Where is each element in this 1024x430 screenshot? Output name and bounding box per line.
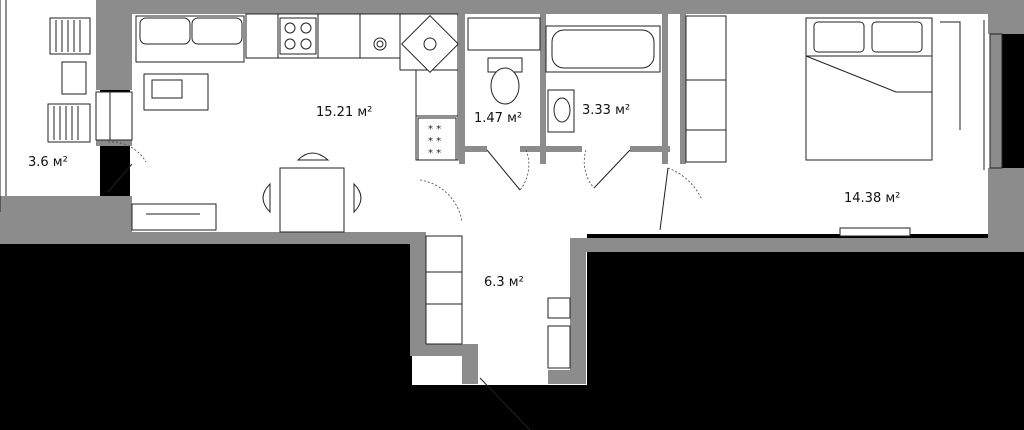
room-area-kitchen-living: 15.21 м² [316, 105, 372, 120]
sofa [135, 15, 245, 63]
walls [0, 0, 1024, 384]
bed [805, 17, 933, 161]
dining-table [262, 152, 362, 233]
hallway-closet [425, 235, 463, 345]
bedroom-door [659, 167, 703, 231]
room-area-toilet: 1.47 м² [474, 111, 522, 126]
desk [143, 73, 209, 111]
toilet-door [486, 149, 530, 191]
bedroom-window [940, 20, 985, 170]
balcony-chair-2 [47, 103, 91, 143]
balcony-door [107, 141, 147, 193]
room-area-balcony: 3.6 м² [28, 155, 68, 170]
balcony-table [61, 61, 87, 95]
bathroom-sink [547, 89, 575, 133]
hallway-panel [547, 297, 571, 369]
bathtub [545, 25, 661, 73]
balcony-frame [0, 0, 133, 212]
kitchen-sink [401, 15, 459, 73]
oven: * * * * * * [417, 117, 457, 161]
kitchen-door-swing [419, 179, 463, 223]
room-area-bedroom: 14.38 м² [844, 191, 900, 206]
room-area-hallway: 6.3 м² [484, 275, 524, 290]
bedroom-tv [839, 227, 911, 237]
spiral-icon [373, 37, 387, 51]
tv-stand [131, 203, 217, 231]
room-area-bathroom: 3.33 м² [582, 103, 630, 118]
cooktop [279, 17, 317, 55]
svg-text:* *: * * [428, 124, 441, 135]
svg-text:* *: * * [428, 148, 441, 159]
toilet [467, 17, 541, 105]
bathroom-door [583, 149, 631, 189]
entrance-door [479, 377, 531, 430]
balcony-chair [49, 17, 91, 55]
wardrobe [685, 15, 727, 163]
svg-text:* *: * * [428, 136, 441, 147]
